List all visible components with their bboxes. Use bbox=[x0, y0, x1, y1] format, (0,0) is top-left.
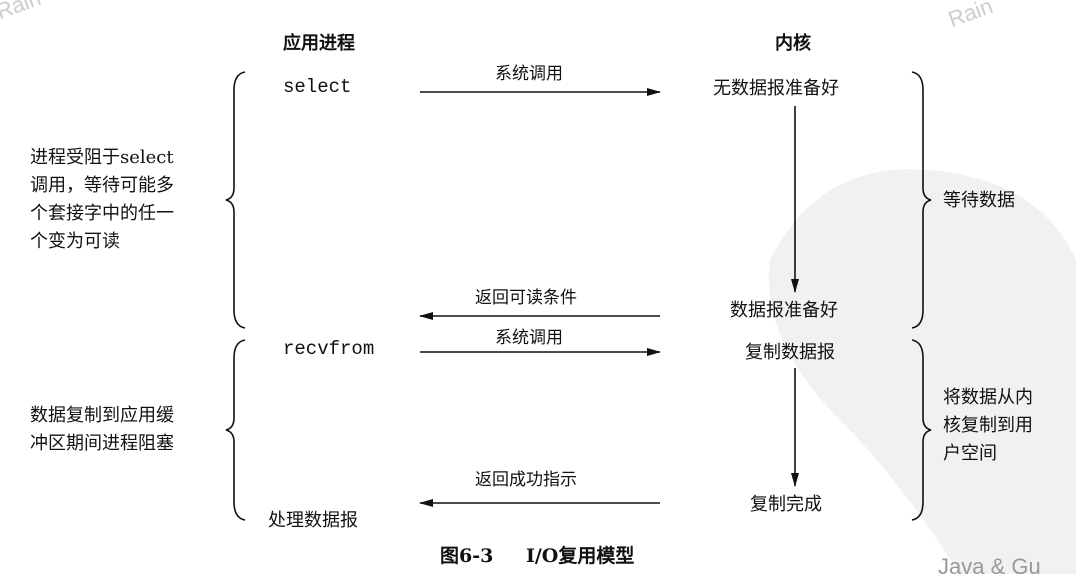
figure-caption: 图6-3 I/O复用模型 bbox=[440, 541, 634, 568]
kernel-copy-done: 复制完成 bbox=[750, 494, 822, 515]
right-brace-1 bbox=[911, 71, 932, 329]
select-call: select bbox=[283, 76, 352, 98]
kernel-no-datagram: 无数据报准备好 bbox=[713, 78, 839, 99]
note-line: 进程受阻于select bbox=[30, 147, 174, 168]
app-process-datagram: 处理数据报 bbox=[268, 510, 358, 531]
note-line: 核复制到用 bbox=[943, 415, 1033, 436]
note-line: 调用，等待可能多 bbox=[30, 175, 174, 196]
watermark-bottom-right: Java & Gu bbox=[938, 554, 1041, 574]
note-line: 个变为可读 bbox=[30, 231, 120, 252]
app-note-2: 数据复制到应用缓 冲区期间进程阻塞 bbox=[30, 402, 174, 458]
header-app-process: 应用进程 bbox=[283, 33, 355, 54]
syscall-label-2: 系统调用 bbox=[495, 328, 563, 348]
right-brace-2 bbox=[911, 339, 932, 521]
note-line: 户空间 bbox=[943, 443, 997, 464]
left-brace-2 bbox=[225, 339, 246, 521]
note-line: 数据复制到应用缓 bbox=[30, 405, 174, 426]
kernel-wait-data: 等待数据 bbox=[943, 190, 1015, 211]
return-label-1: 返回可读条件 bbox=[475, 288, 577, 308]
figure-number: 图6-3 bbox=[440, 545, 494, 567]
syscall-label-1: 系统调用 bbox=[495, 64, 563, 84]
return-label-2: 返回成功指示 bbox=[475, 470, 577, 490]
recvfrom-call: recvfrom bbox=[283, 338, 375, 360]
kernel-copy-note: 将数据从内 核复制到用 户空间 bbox=[943, 384, 1033, 468]
note-line: 冲区期间进程阻塞 bbox=[30, 433, 174, 454]
note-line: 将数据从内 bbox=[943, 387, 1033, 408]
left-brace-1 bbox=[225, 71, 246, 329]
figure-title: I/O复用模型 bbox=[525, 545, 635, 567]
header-kernel: 内核 bbox=[775, 33, 811, 54]
note-line: 个套接字中的任一 bbox=[30, 203, 174, 224]
app-note-1: 进程受阻于select 调用，等待可能多 个套接字中的任一 个变为可读 bbox=[30, 144, 174, 256]
kernel-copy-datagram: 复制数据报 bbox=[745, 342, 835, 363]
kernel-datagram-ready: 数据报准备好 bbox=[730, 300, 838, 321]
